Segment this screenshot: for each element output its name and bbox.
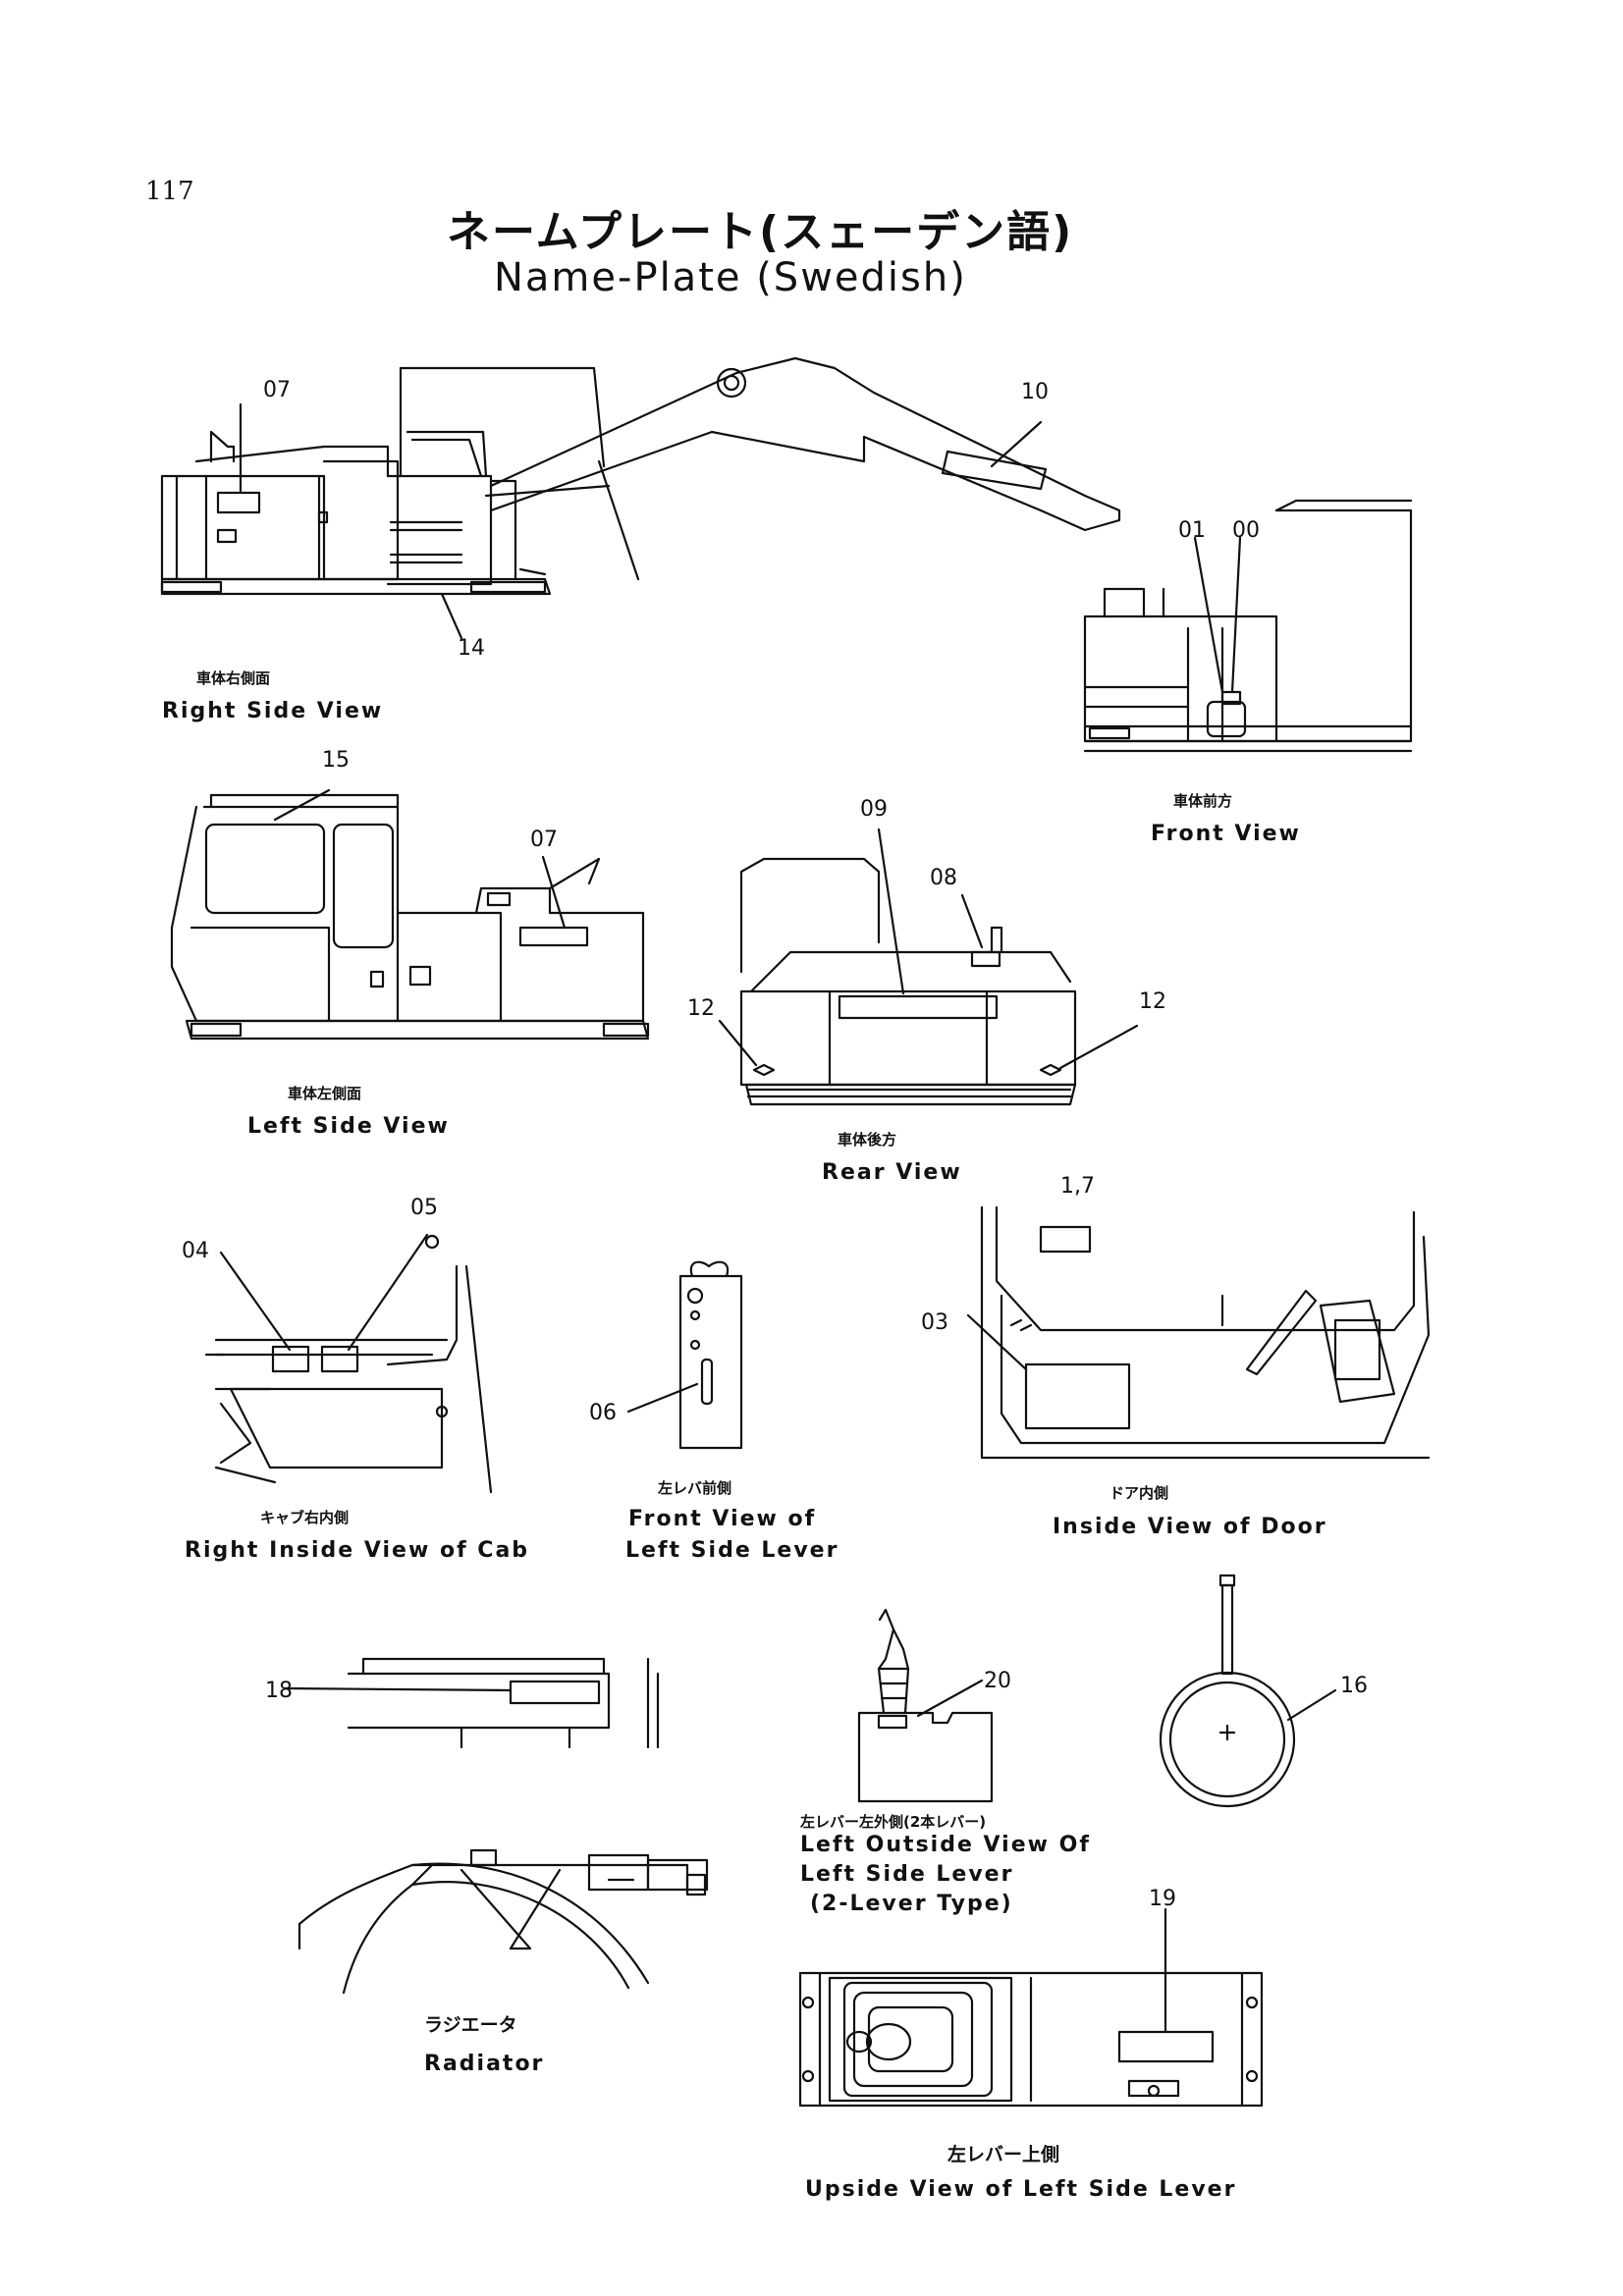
part-number-03: 03 [921, 1310, 948, 1335]
page-title-japanese: ネームプレート(スェーデン語) [447, 207, 1074, 257]
part-number-04: 04 [182, 1239, 209, 1263]
outside-lever-caption-line2: Left Side Lever [800, 1862, 1014, 1887]
outside-lever-caption-line3: (2-Lever Type) [810, 1892, 1013, 1916]
part-number-01: 01 [1178, 518, 1206, 543]
cab-inside-caption-jp: キャブ右内側 [260, 1509, 350, 1526]
door-inside-caption: Inside View of Door [1053, 1515, 1327, 1539]
right-side-view-caption-jp: 車体右側面 [196, 669, 271, 687]
part-number-08: 08 [930, 866, 957, 890]
left-side-view-caption-jp: 車体左側面 [288, 1085, 362, 1102]
front-view-caption: Front View [1151, 822, 1301, 846]
page-number: 117 [145, 177, 194, 206]
outside-lever-caption-line1: Left Outside View Of [800, 1833, 1091, 1857]
upside-lever-caption-jp: 左レバー上側 [947, 2144, 1060, 2165]
ring-drawing [1161, 1575, 1335, 1806]
upside-lever-caption: Upside View of Left Side Lever [805, 2177, 1237, 2202]
radiator-caption-jp: ラジエータ [424, 2014, 517, 2036]
cab-inside-drawing [206, 1235, 491, 1492]
right-side-view-drawing [162, 358, 1119, 638]
rear-view-caption-jp: 車体後方 [838, 1131, 897, 1148]
rear-view-caption: Rear View [822, 1160, 962, 1185]
part-number-12-left: 12 [687, 996, 715, 1021]
part-number-16: 16 [1340, 1674, 1368, 1698]
part-number-14: 14 [458, 636, 485, 661]
left-side-view-drawing [172, 790, 648, 1039]
front-lever-caption-line1: Front View of [628, 1507, 817, 1531]
upside-lever-drawing [800, 1909, 1262, 2106]
front-lever-drawing [628, 1262, 741, 1448]
front-lever-caption-line2: Left Side Lever [625, 1538, 839, 1563]
part-number-15: 15 [322, 748, 350, 773]
door-inside-caption-jp: ドア内側 [1109, 1484, 1169, 1502]
part-number-07-right: 07 [263, 378, 291, 402]
left-side-view-caption: Left Side View [247, 1114, 450, 1139]
part-number-20: 20 [984, 1669, 1011, 1693]
part-number-06: 06 [589, 1401, 617, 1425]
part-number-17: 1,7 [1060, 1174, 1095, 1199]
part-number-09: 09 [860, 797, 888, 822]
outside-lever-drawing [859, 1610, 992, 1801]
radiator-plate-drawing [285, 1659, 658, 1747]
door-inside-drawing [968, 1207, 1429, 1458]
front-view-drawing [1085, 501, 1411, 751]
part-number-05: 05 [410, 1196, 438, 1220]
part-number-10: 10 [1021, 380, 1049, 404]
part-number-19: 19 [1149, 1887, 1176, 1911]
radiator-caption: Radiator [424, 2052, 545, 2076]
page-title-english: Name-Plate (Swedish) [494, 255, 967, 300]
rear-view-drawing [720, 829, 1137, 1104]
part-number-18: 18 [265, 1679, 293, 1703]
front-lever-caption-jp: 左レバ前側 [658, 1479, 732, 1497]
front-view-caption-jp: 車体前方 [1173, 792, 1233, 810]
part-number-07-left: 07 [530, 828, 558, 852]
part-number-12-right: 12 [1139, 989, 1166, 1014]
radiator-drawing [299, 1850, 707, 1993]
part-number-00: 00 [1232, 518, 1260, 543]
cab-inside-caption: Right Inside View of Cab [185, 1538, 530, 1563]
right-side-view-caption: Right Side View [162, 699, 384, 723]
outside-lever-caption-jp: 左レバー左外側(2本レバー) [800, 1813, 987, 1831]
